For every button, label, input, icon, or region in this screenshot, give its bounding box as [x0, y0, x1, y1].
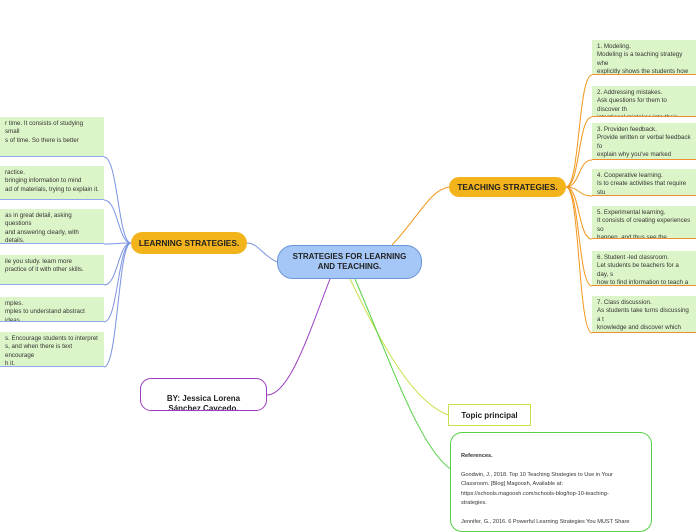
- teaching-note-4[interactable]: 4. Cooperative learning. Is to create ac…: [592, 169, 696, 196]
- learning-note-5[interactable]: mples. mples to understand abstract idea…: [0, 297, 104, 322]
- branch-learning: [246, 242, 278, 263]
- teaching-connectors: [565, 74, 593, 334]
- teaching-note-3[interactable]: 3. Providen feedback. Provide written or…: [592, 123, 696, 160]
- branch-teaching: [391, 186, 450, 246]
- references-heading: References.: [461, 452, 493, 459]
- teaching-note-2[interactable]: 2. Addressing mistakes. Ask questions fo…: [592, 86, 696, 117]
- central-topic-node[interactable]: STRATEGIES FOR LEARNING AND TEACHING.: [277, 245, 422, 279]
- teaching-note-6[interactable]: 6. Student -led classroom. Let students …: [592, 251, 696, 286]
- topic-principal-node[interactable]: Topic principal: [448, 404, 531, 426]
- learning-note-4[interactable]: ile you study. learn more practice of it…: [0, 255, 104, 285]
- author-node[interactable]: BY: Jessica Lorena Sánchez Caycedo.: [140, 378, 267, 411]
- author-label: BY: Jessica Lorena Sánchez Caycedo.: [166, 394, 241, 411]
- learning-note-6[interactable]: s. Encourage students to interpret s, an…: [0, 332, 104, 367]
- references-body: Goodwin, J., 2018. Top 10 Teaching Strat…: [461, 471, 630, 526]
- branch-topic: [349, 278, 449, 416]
- teaching-strategies-label: TEACHING STRATEGIES.: [457, 182, 558, 192]
- central-topic-label: STRATEGIES FOR LEARNING AND TEACHING.: [292, 252, 407, 271]
- branch-references: [354, 278, 453, 471]
- teaching-note-1[interactable]: 1. Modeling. Modeling is a teaching stra…: [592, 40, 696, 75]
- teaching-note-5[interactable]: 5. Experimental learning. It consists of…: [592, 206, 696, 239]
- references-node[interactable]: References. Goodwin, J., 2018. Top 10 Te…: [450, 432, 652, 532]
- teaching-strategies-node[interactable]: TEACHING STRATEGIES.: [449, 177, 566, 197]
- learning-note-1[interactable]: r time. It consists of studying small s …: [0, 117, 104, 157]
- learning-strategies-node[interactable]: LEARNING STRATEGIES.: [131, 232, 247, 254]
- topic-principal-label: Topic principal: [461, 411, 518, 420]
- teaching-note-7[interactable]: 7. Class discussion. As students take tu…: [592, 296, 696, 333]
- branch-author: [266, 278, 331, 396]
- learning-note-2[interactable]: ractice. bringing information to mind ad…: [0, 166, 104, 200]
- learning-strategies-label: LEARNING STRATEGIES.: [138, 238, 240, 248]
- connector-lines: [103, 74, 593, 471]
- learning-note-3[interactable]: as in great detail, asking questions and…: [0, 209, 104, 244]
- learning-connectors: [103, 156, 132, 368]
